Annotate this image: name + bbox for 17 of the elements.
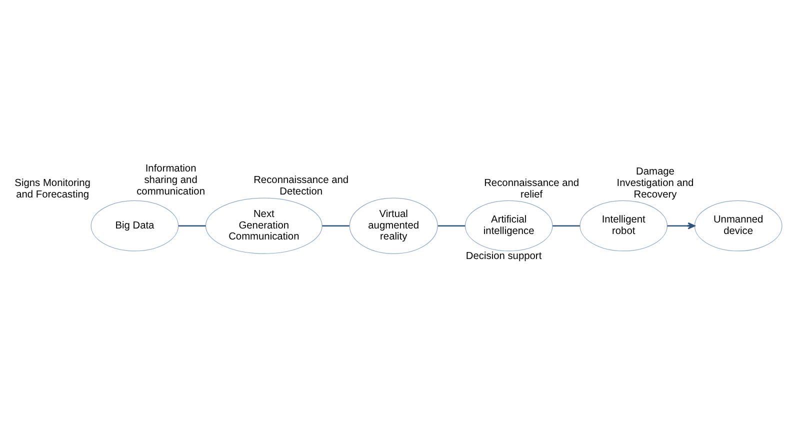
node-label: Damage Investigation and Recovery — [616, 166, 694, 200]
node-label: Signs Monitoring and Forecasting — [14, 178, 90, 200]
connector — [178, 225, 206, 226]
node-label: Decision support — [466, 251, 542, 262]
node-ellipse: Big Data — [90, 200, 179, 252]
node-ellipse: Unmanned device — [694, 200, 782, 252]
node-label: Reconnaissance and Detection — [254, 175, 349, 198]
node-ellipse: Virtual augmented reality — [349, 198, 438, 254]
connector — [552, 225, 580, 226]
arrow — [667, 222, 696, 230]
connector — [322, 225, 350, 226]
node-label: Information sharing and communication — [136, 164, 206, 198]
connector — [438, 225, 466, 226]
node-label: Reconnaissance and relief — [484, 178, 580, 200]
node-ellipse: Artificial intelligence — [464, 200, 553, 252]
node-ellipse: Intelligent robot — [580, 200, 668, 252]
node-ellipse: Next Generation Communication — [205, 198, 322, 254]
